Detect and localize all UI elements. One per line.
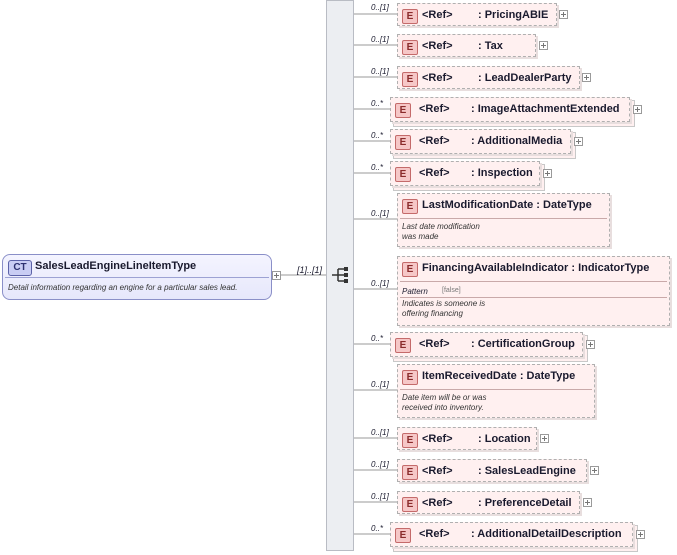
expand-icon[interactable] bbox=[559, 10, 568, 19]
complex-type-divider bbox=[5, 277, 269, 278]
sequence-icon[interactable] bbox=[330, 265, 350, 285]
element-last-modification-date[interactable]: E LastModificationDate : DateType Last d… bbox=[397, 193, 610, 247]
complex-type-badge: CT bbox=[8, 260, 32, 276]
element-ref-label: <Ref> bbox=[422, 72, 453, 84]
element-ref-label: <Ref> bbox=[422, 497, 453, 509]
pattern-label: Pattern bbox=[402, 287, 428, 296]
element-badge-icon: E bbox=[395, 338, 411, 353]
element-tax[interactable]: E <Ref> : Tax bbox=[397, 34, 536, 57]
element-multiplicity: 0..[1] bbox=[371, 460, 389, 469]
element-name: : AdditionalDetailDescription bbox=[471, 528, 622, 540]
element-inspection[interactable]: E <Ref> : Inspection bbox=[390, 161, 540, 186]
element-title: ItemReceivedDate : DateType bbox=[422, 370, 576, 382]
element-badge-icon: E bbox=[402, 465, 418, 480]
element-ref-label: <Ref> bbox=[422, 465, 453, 477]
element-image-attachment-extended[interactable]: E <Ref> : ImageAttachmentExtended bbox=[390, 97, 630, 122]
element-ref-label: <Ref> bbox=[419, 338, 450, 350]
expand-icon[interactable] bbox=[586, 340, 595, 349]
pattern-value: [false] bbox=[442, 287, 461, 294]
element-badge-icon: E bbox=[402, 40, 418, 55]
element-multiplicity: 0..* bbox=[371, 524, 384, 533]
element-divider bbox=[400, 281, 667, 282]
element-name: : PricingABIE bbox=[478, 9, 549, 21]
element-name: : SalesLeadEngine bbox=[478, 465, 576, 477]
element-preference-detail[interactable]: E <Ref> : PreferenceDetail bbox=[397, 491, 580, 514]
element-divider bbox=[400, 218, 607, 219]
element-name: : ImageAttachmentExtended bbox=[471, 103, 620, 115]
element-financing-available-indicator[interactable]: E FinancingAvailableIndicator : Indicato… bbox=[397, 256, 670, 326]
element-ref-label: <Ref> bbox=[419, 167, 450, 179]
element-ref-label: <Ref> bbox=[422, 40, 453, 52]
element-location[interactable]: E <Ref> : Location bbox=[397, 427, 537, 450]
element-item-received-date[interactable]: E ItemReceivedDate : DateType Date item … bbox=[397, 364, 595, 418]
element-additional-detail-description[interactable]: E <Ref> : AdditionalDetailDescription bbox=[390, 522, 633, 547]
element-divider bbox=[400, 389, 592, 390]
element-doc-line: received into inventory. bbox=[402, 403, 484, 412]
element-multiplicity: 0..[1] bbox=[371, 380, 389, 389]
element-divider bbox=[400, 297, 667, 298]
element-name: : Location bbox=[478, 433, 531, 445]
expand-icon[interactable] bbox=[574, 137, 583, 146]
element-ref-label: <Ref> bbox=[419, 103, 450, 115]
element-name: : PreferenceDetail bbox=[478, 497, 572, 509]
element-certification-group[interactable]: E <Ref> : CertificationGroup bbox=[390, 332, 583, 357]
element-multiplicity: 0..* bbox=[371, 163, 384, 172]
element-doc-line: Last date modification bbox=[402, 222, 480, 231]
element-ref-label: <Ref> bbox=[419, 528, 450, 540]
element-title: LastModificationDate : DateType bbox=[422, 199, 592, 211]
element-name: : AdditionalMedia bbox=[471, 135, 563, 147]
element-badge-icon: E bbox=[402, 497, 418, 512]
element-doc-line: was made bbox=[402, 232, 439, 241]
element-name: : Inspection bbox=[471, 167, 533, 179]
element-badge-icon: E bbox=[395, 528, 411, 543]
element-multiplicity: 0..[1] bbox=[371, 67, 389, 76]
element-sales-lead-engine[interactable]: E <Ref> : SalesLeadEngine bbox=[397, 459, 587, 482]
element-badge-icon: E bbox=[395, 167, 411, 182]
element-additional-media[interactable]: E <Ref> : AdditionalMedia bbox=[390, 129, 571, 154]
complex-type-box[interactable]: CT SalesLeadEngineLineItemType Detail in… bbox=[2, 254, 272, 300]
element-multiplicity: 0..* bbox=[371, 99, 384, 108]
element-badge-icon: E bbox=[402, 370, 418, 385]
element-ref-label: <Ref> bbox=[422, 433, 453, 445]
element-multiplicity: 0..[1] bbox=[371, 428, 389, 437]
complex-type-doc: Detail information regarding an engine f… bbox=[8, 283, 238, 292]
element-name: : CertificationGroup bbox=[471, 338, 575, 350]
element-doc-line: Indicates is someone is bbox=[402, 299, 486, 308]
element-badge-icon: E bbox=[402, 262, 418, 277]
expand-icon[interactable] bbox=[636, 530, 645, 539]
element-multiplicity: 0..[1] bbox=[371, 209, 389, 218]
expand-icon[interactable] bbox=[583, 498, 592, 507]
element-ref-label: <Ref> bbox=[419, 135, 450, 147]
element-badge-icon: E bbox=[395, 135, 411, 150]
expand-complex-type-icon[interactable] bbox=[272, 271, 281, 280]
element-multiplicity: 0..* bbox=[371, 131, 384, 140]
element-doc-line: Date item will be or was bbox=[402, 393, 487, 402]
complex-type-name: SalesLeadEngineLineItemType bbox=[35, 260, 197, 272]
expand-icon[interactable] bbox=[540, 434, 549, 443]
element-ref-label: <Ref> bbox=[422, 9, 453, 21]
element-multiplicity: 0..[1] bbox=[371, 35, 389, 44]
expand-icon[interactable] bbox=[539, 41, 548, 50]
element-badge-icon: E bbox=[395, 103, 411, 118]
complex-type-multiplicity: [1]..[1] bbox=[297, 265, 323, 275]
element-badge-icon: E bbox=[402, 433, 418, 448]
element-badge-icon: E bbox=[402, 199, 418, 214]
expand-icon[interactable] bbox=[543, 169, 552, 178]
element-pricing-abie[interactable]: E <Ref> : PricingABIE bbox=[397, 3, 557, 26]
element-multiplicity: 0..[1] bbox=[371, 492, 389, 501]
expand-icon[interactable] bbox=[590, 466, 599, 475]
element-lead-dealer-party[interactable]: E <Ref> : LeadDealerParty bbox=[397, 66, 580, 89]
element-multiplicity: 0..* bbox=[371, 334, 384, 343]
expand-icon[interactable] bbox=[582, 73, 591, 82]
element-title: FinancingAvailableIndicator : IndicatorT… bbox=[422, 262, 650, 274]
element-name: : Tax bbox=[478, 40, 503, 52]
element-badge-icon: E bbox=[402, 9, 418, 24]
expand-icon[interactable] bbox=[633, 105, 642, 114]
element-name: : LeadDealerParty bbox=[478, 72, 572, 84]
element-badge-icon: E bbox=[402, 72, 418, 87]
element-multiplicity: 0..[1] bbox=[371, 3, 389, 12]
element-multiplicity: 0..[1] bbox=[371, 279, 389, 288]
element-doc-line: offering financing bbox=[402, 309, 463, 318]
